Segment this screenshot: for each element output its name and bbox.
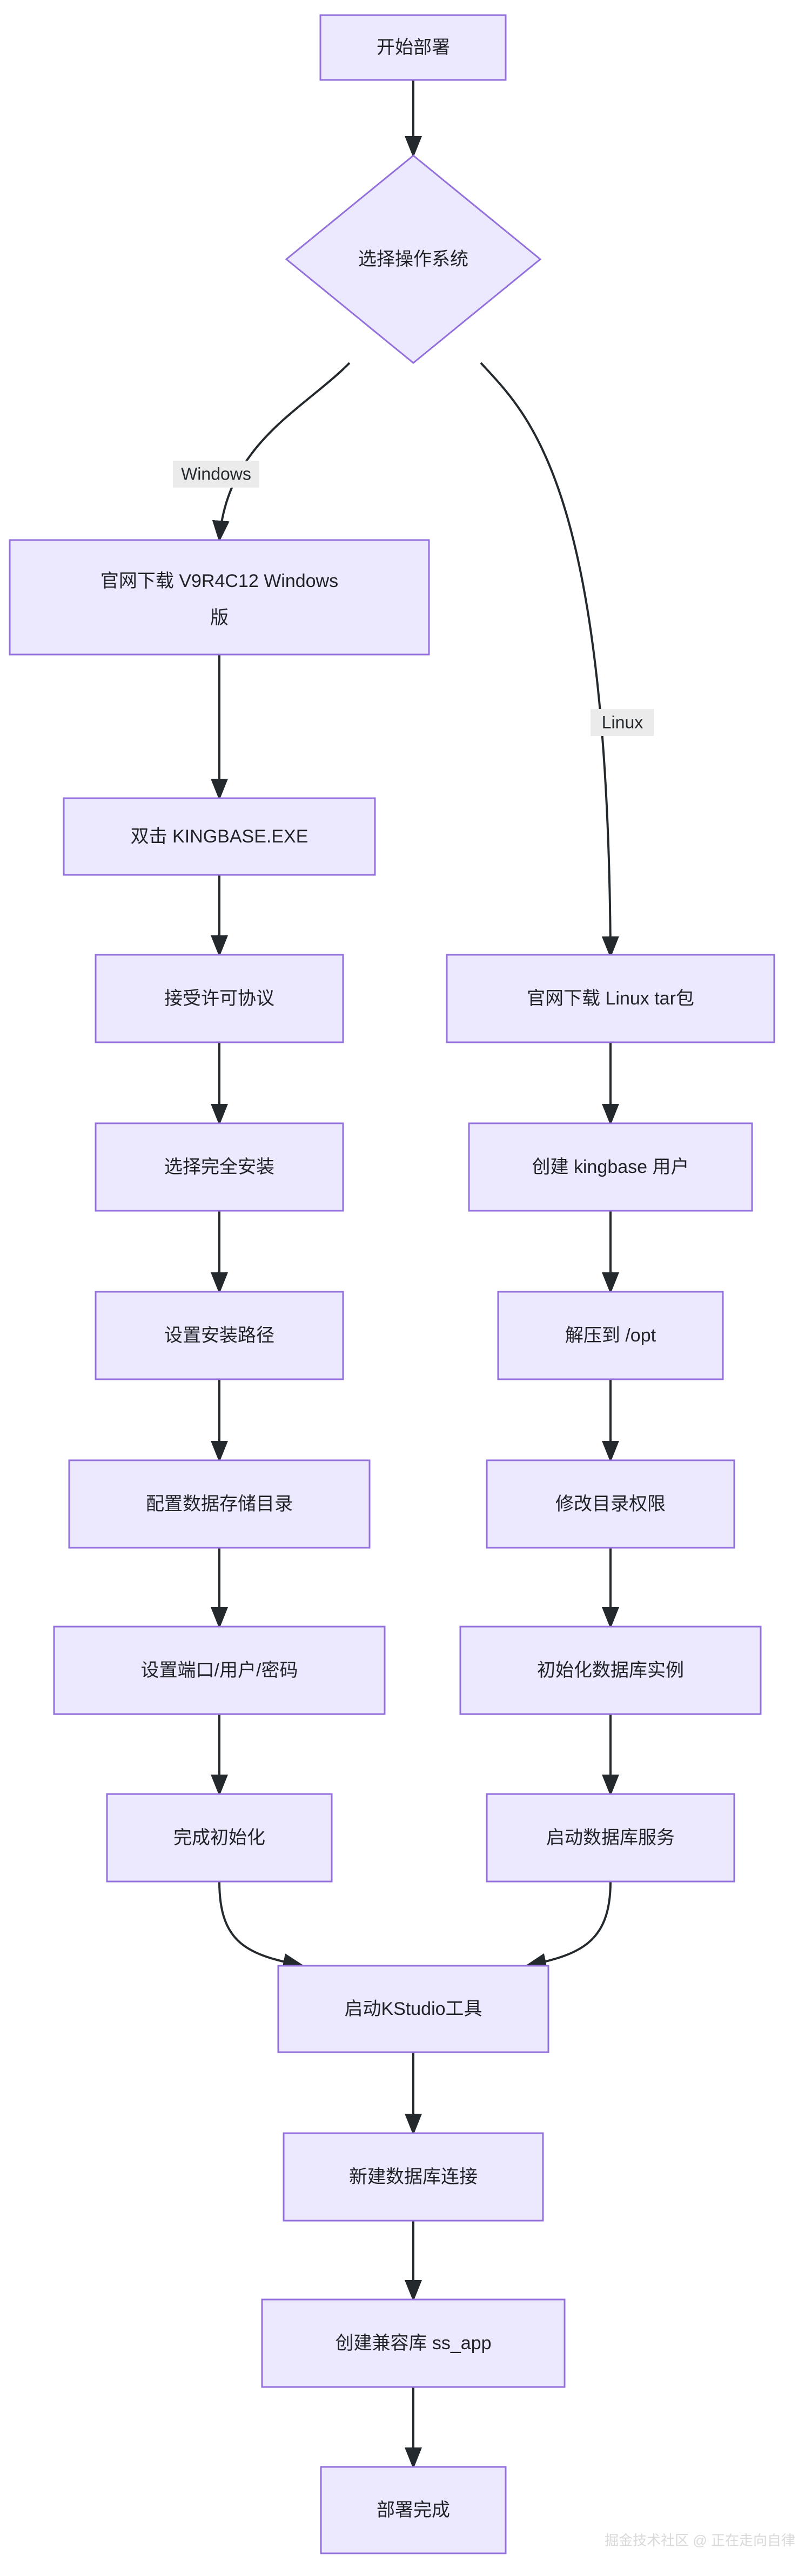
node-win-full-label: 选择完全安装 [164,1157,274,1177]
edge-choose-os-to-win-download [212,362,351,542]
edge-choose-os-to-lin-download [480,362,619,958]
node-win-datadir[interactable]: 配置数据存储目录 [68,1459,371,1549]
node-lin-user[interactable]: 创建 kingbase 用户 [468,1122,753,1212]
edge-label-windows-bg [173,461,259,488]
node-start[interactable]: 开始部署 [319,14,507,81]
edge-lin-service-to-kstudio [525,1881,612,1971]
node-lin-service[interactable]: 启动数据库服务 [486,1793,735,1883]
node-done-shape[interactable] [320,2466,507,2554]
edge-label-linux-text: Linux [602,712,643,732]
node-win-download-label-line1: 官网下载 V9R4C12 Windows [100,571,338,591]
node-win-path-label: 设置安装路径 [164,1325,274,1346]
node-create-db[interactable]: 创建兼容库 ss_app [261,2298,566,2388]
node-win-license-shape[interactable] [95,954,344,1043]
node-lin-service-label: 启动数据库服务 [546,1828,675,1848]
node-win-datadir-shape[interactable] [68,1459,371,1549]
node-create-db-label: 创建兼容库 ss_app [335,2333,491,2354]
node-win-port[interactable]: 设置端口/用户/密码 [53,1626,386,1715]
node-done-label: 部署完成 [377,2500,450,2520]
edge-label-windows-text: Windows [181,464,251,483]
node-kstudio-label: 启动KStudio工具 [344,1999,482,2019]
node-lin-download-shape[interactable] [446,954,775,1043]
edge-layer [211,80,619,2469]
node-win-path-shape[interactable] [95,1291,344,1380]
node-choose-os[interactable]: 选择操作系统 [285,154,542,364]
node-win-download-shape[interactable] [9,539,430,656]
node-win-license[interactable]: 接受许可协议 [95,954,344,1043]
edge-label-windows: Windows [173,461,259,488]
node-lin-initdb-shape[interactable] [459,1626,762,1715]
node-new-conn-shape[interactable] [283,2132,544,2222]
node-win-init-label: 完成初始化 [173,1828,265,1848]
edge-label-linux: Linux [591,709,654,736]
node-win-exe-label: 双击 KINGBASE.EXE [131,826,308,847]
node-win-port-label: 设置端口/用户/密码 [141,1660,298,1681]
node-win-datadir-label: 配置数据存储目录 [146,1494,293,1514]
node-lin-chmod-label: 修改目录权限 [555,1494,666,1514]
node-kstudio[interactable]: 启动KStudio工具 [277,1965,549,2053]
node-lin-extract-label: 解压到 /opt [565,1325,656,1346]
node-new-conn-label: 新建数据库连接 [349,2167,478,2187]
node-kstudio-shape[interactable] [277,1965,549,2053]
node-lin-initdb[interactable]: 初始化数据库实例 [459,1626,762,1715]
node-lin-chmod[interactable]: 修改目录权限 [486,1459,735,1549]
node-lin-service-shape[interactable] [486,1793,735,1883]
node-win-path[interactable]: 设置安装路径 [95,1291,344,1380]
node-lin-download-label: 官网下载 Linux tar包 [527,988,694,1009]
node-done[interactable]: 部署完成 [320,2466,507,2554]
node-lin-initdb-label: 初始化数据库实例 [537,1660,684,1681]
node-win-full[interactable]: 选择完全安装 [95,1122,344,1212]
node-lin-chmod-shape[interactable] [486,1459,735,1549]
edge-label-linux-bg [591,709,654,736]
edge-label-layer: Windows Linux [173,461,654,736]
node-choose-os-shape[interactable] [285,154,542,364]
watermark: 掘金技术社区 @ 正在走向自律 [605,2532,795,2548]
node-win-init-shape[interactable] [106,1793,333,1883]
node-win-download[interactable]: 官网下载 V9R4C12 Windows 版 [9,539,430,656]
node-new-conn[interactable]: 新建数据库连接 [283,2132,544,2222]
node-win-port-shape[interactable] [53,1626,386,1715]
node-lin-extract-shape[interactable] [497,1291,724,1380]
node-create-db-shape[interactable] [261,2298,566,2388]
node-start-shape[interactable] [319,14,507,81]
node-lin-user-label: 创建 kingbase 用户 [532,1157,689,1177]
node-lin-download[interactable]: 官网下载 Linux tar包 [446,954,775,1043]
node-win-exe-shape[interactable] [63,797,376,876]
node-lin-extract[interactable]: 解压到 /opt [497,1291,724,1380]
node-choose-os-label: 选择操作系统 [358,249,468,269]
node-win-download-label-line2: 版 [210,608,229,628]
node-win-full-shape[interactable] [95,1122,344,1212]
node-start-label: 开始部署 [377,37,450,58]
node-win-init[interactable]: 完成初始化 [106,1793,333,1883]
node-layer: 开始部署 选择操作系统 官网下载 V9R4C12 Windows 版 双击 KI… [9,14,775,2554]
node-win-license-label: 接受许可协议 [164,988,274,1009]
edge-win-init-to-kstudio [218,1881,305,1971]
node-lin-user-shape[interactable] [468,1122,753,1212]
node-win-exe[interactable]: 双击 KINGBASE.EXE [63,797,376,876]
